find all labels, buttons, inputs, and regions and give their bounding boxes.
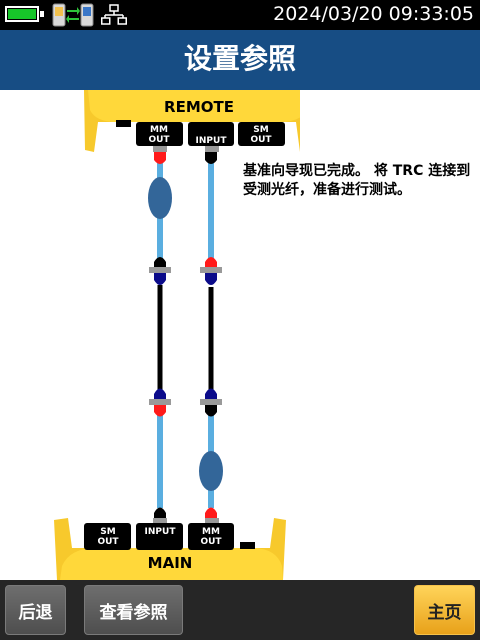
right-fiber-path [199, 146, 223, 524]
bottom-toolbar: 后退 查看参照 主页 [0, 580, 480, 640]
home-button[interactable]: 主页 [414, 585, 475, 635]
battery-level [8, 9, 36, 19]
left-fiber-path [148, 146, 172, 524]
remote-main-link-icon [52, 3, 94, 27]
remote-label: REMOTE [164, 98, 234, 116]
battery-icon [5, 6, 39, 22]
back-button[interactable]: 后退 [5, 585, 66, 635]
network-icon [101, 4, 127, 25]
mandrel-right [199, 451, 223, 491]
main-label: MAIN [148, 554, 193, 572]
main-port-input: INPUT [145, 527, 177, 537]
battery-tip [40, 11, 44, 17]
page-title: 设置参照 [0, 30, 480, 90]
view-reference-button[interactable]: 查看参照 [84, 585, 183, 635]
instruction-message: 基准向导现已完成。 将 TRC 连接到受测光纤，准备进行测试。 [243, 163, 471, 198]
status-bar: 2024/03/20 09:33:05 [0, 0, 480, 30]
remote-port-input: INPUT [196, 136, 228, 146]
mandrel-left [148, 177, 172, 219]
status-datetime: 2024/03/20 09:33:05 [273, 3, 474, 25]
